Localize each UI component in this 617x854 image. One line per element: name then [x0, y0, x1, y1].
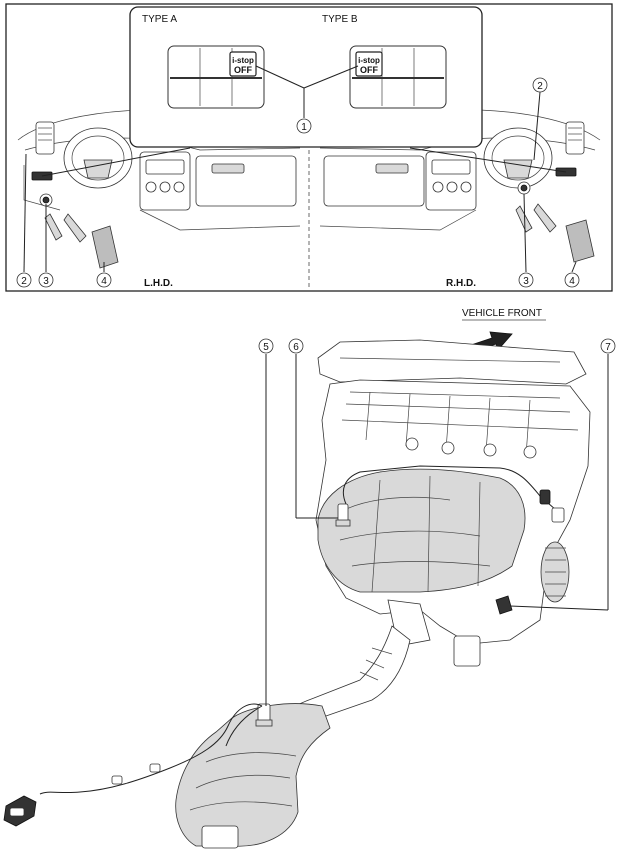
- callout-7: 7: [600, 338, 616, 354]
- svg-text:4: 4: [569, 276, 575, 287]
- svg-text:5: 5: [263, 342, 269, 353]
- type-a-switch-panel: i-stop OFF: [167, 45, 265, 109]
- callout-4-rhd: 4: [564, 272, 580, 288]
- switch-inset-box: [129, 6, 483, 148]
- front-sensor: [335, 503, 351, 527]
- callout-3-lhd: 3: [38, 272, 54, 288]
- svg-text:2: 2: [537, 81, 543, 92]
- switch-b-text-line1: i-stop: [358, 56, 380, 65]
- engine-assembly: [315, 339, 591, 667]
- istop-off-switch-a: [229, 51, 257, 77]
- switch-b-text-line2: OFF: [360, 65, 378, 75]
- callout-3-rhd: 3: [518, 272, 534, 288]
- svg-text:3: 3: [523, 276, 529, 287]
- type-b-label: TYPE B: [322, 14, 358, 25]
- vehicle-front-label: VEHICLE FRONT: [462, 308, 542, 319]
- rhd-dashboard: [319, 109, 601, 263]
- rear-sensor: [3, 703, 273, 827]
- type-b-switch-panel: i-stop OFF: [349, 45, 447, 109]
- callout-2-lhd: 2: [16, 272, 32, 288]
- svg-text:2: 2: [21, 276, 27, 287]
- svg-text:6: 6: [293, 342, 299, 353]
- callout-2-rhd: 2: [532, 77, 548, 93]
- istop-off-switch-b: [355, 51, 383, 77]
- callout-1: 1: [296, 118, 312, 134]
- callout-5: 5: [258, 338, 274, 354]
- switch-a-text-line1: i-stop: [232, 56, 254, 65]
- type-a-label: TYPE A: [142, 14, 177, 25]
- svg-text:7: 7: [605, 342, 611, 353]
- callout-4-lhd: 4: [96, 272, 112, 288]
- lhd-dashboard: [17, 109, 301, 269]
- switch-a-text-line2: OFF: [234, 65, 252, 75]
- callout-6: 6: [288, 338, 304, 354]
- lhd-label: L.H.D.: [144, 278, 173, 289]
- exhaust-pipe: [175, 625, 411, 849]
- svg-text:1: 1: [301, 122, 307, 133]
- rhd-label: R.H.D.: [446, 278, 476, 289]
- svg-text:4: 4: [101, 276, 107, 287]
- svg-text:3: 3: [43, 276, 49, 287]
